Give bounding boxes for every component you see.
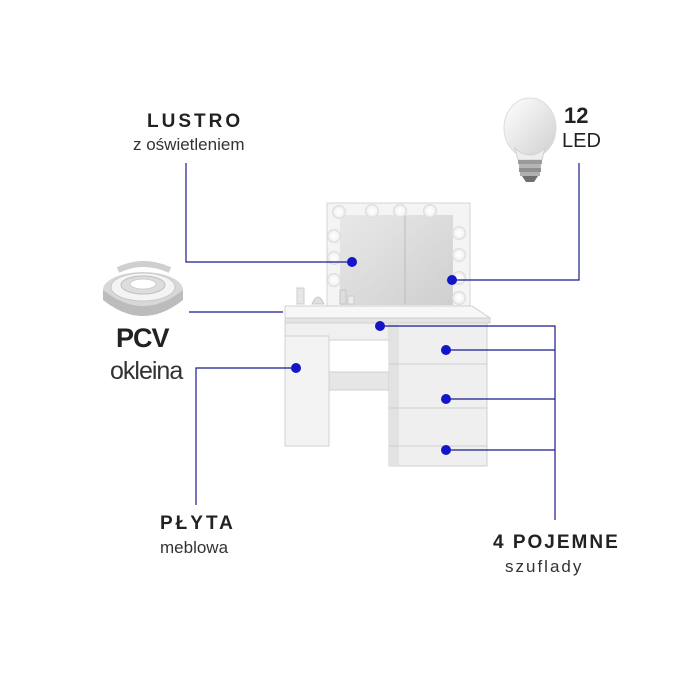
- marker-drawer-3: [441, 445, 451, 455]
- marker-drawer-1: [441, 345, 451, 355]
- lustro-title: LUSTRO: [147, 111, 244, 132]
- left-leg: [284, 335, 330, 447]
- szuflady-subtitle: szuflady: [505, 557, 584, 576]
- dressing-table: [284, 202, 492, 467]
- desktop: [284, 305, 492, 319]
- szuflady-title: 4 POJEMNE: [493, 532, 620, 553]
- plyta-subtitle: meblowa: [160, 538, 229, 557]
- marker-leg: [291, 363, 301, 373]
- drawer-cabinet: [388, 322, 488, 467]
- pcv-roll-icon: [103, 261, 183, 316]
- leader-line-szuflady: [380, 325, 556, 520]
- led-bulb-icon: [503, 97, 557, 182]
- plyta-title: PŁYTA: [160, 513, 236, 534]
- mirror-glass: [340, 215, 453, 305]
- led-unit: LED: [562, 130, 601, 152]
- leader-line-led: [452, 163, 580, 281]
- led-count: 12: [564, 103, 589, 128]
- marker-drawer-2: [441, 394, 451, 404]
- leader-line-plyta: [195, 367, 296, 505]
- pcv-subtitle: okleina: [110, 357, 183, 385]
- marker-center-drawer: [375, 321, 385, 331]
- lustro-subtitle: z oświetleniem: [133, 135, 245, 154]
- pcv-title: PCV: [116, 323, 170, 353]
- markers: [291, 257, 457, 455]
- leader-line-lustro: [185, 163, 352, 263]
- marker-mirror: [347, 257, 357, 267]
- leader-lines: [185, 163, 580, 520]
- marker-led: [447, 275, 457, 285]
